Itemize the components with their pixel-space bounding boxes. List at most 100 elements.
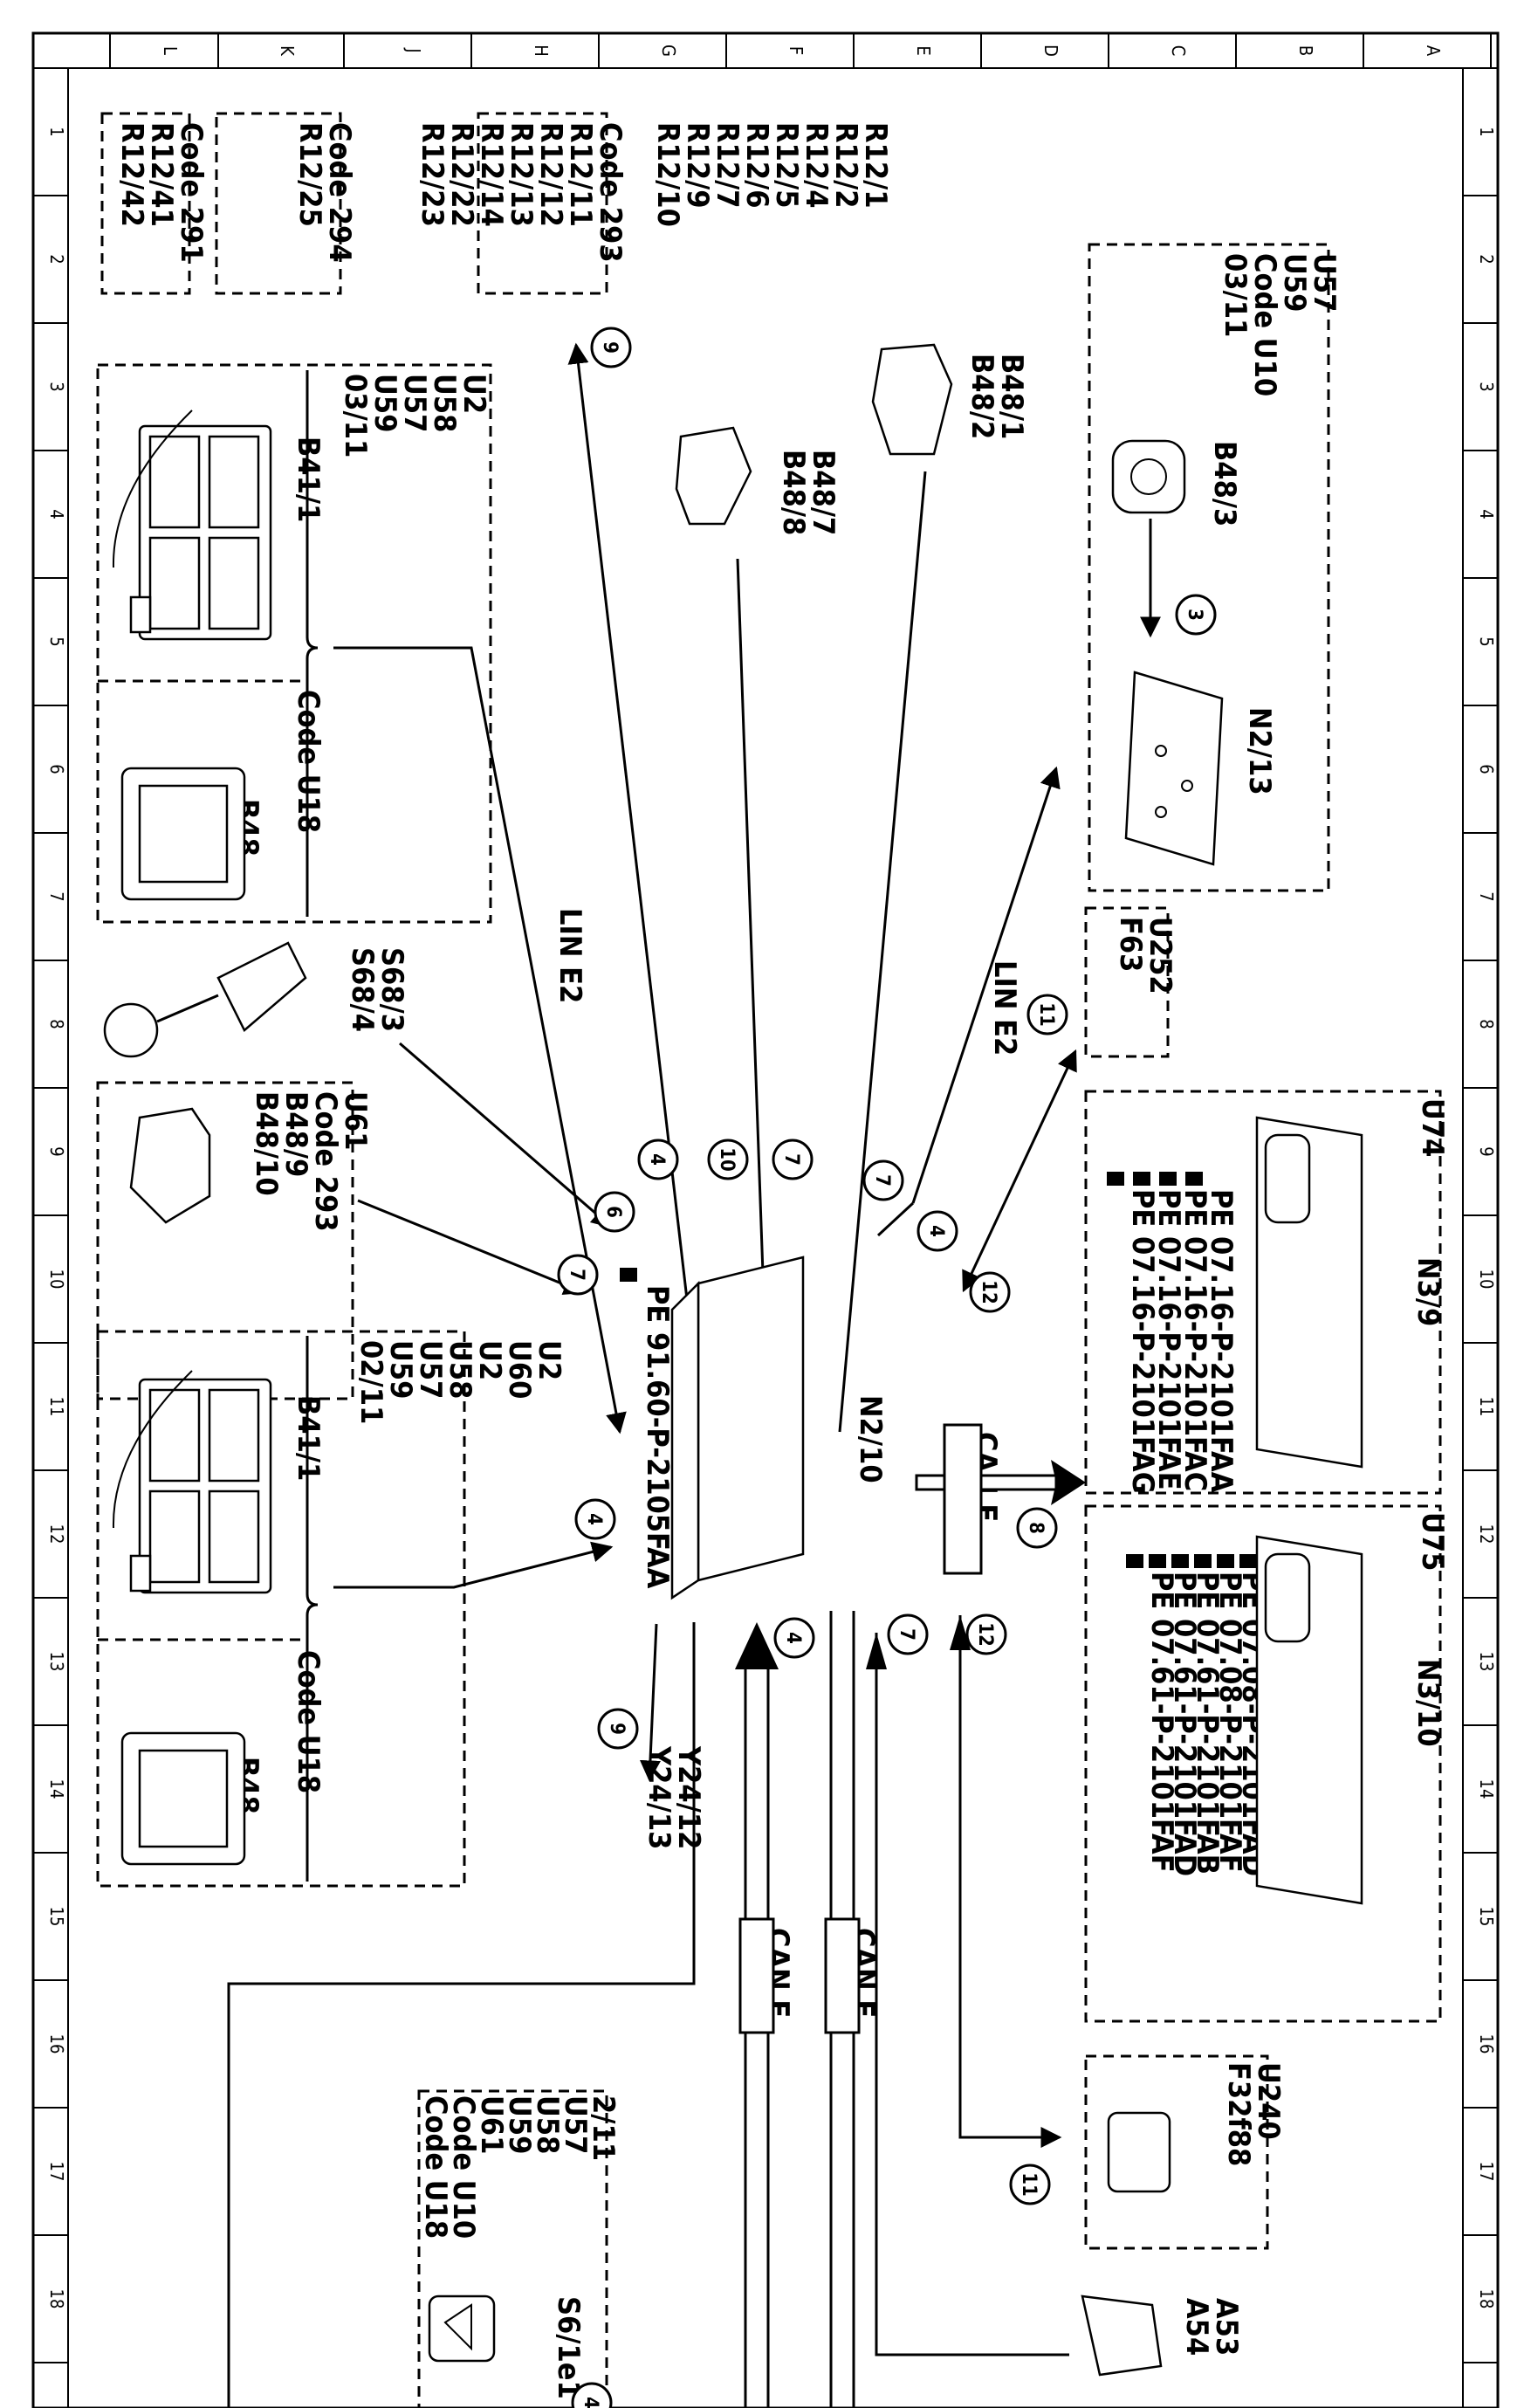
svg-text:R12/4: R12/4 bbox=[799, 122, 834, 209]
svg-text:S6/1e1: S6/1e1 bbox=[551, 2296, 586, 2399]
svg-text:Code 293: Code 293 bbox=[308, 1091, 343, 1232]
svg-text:R12/41: R12/41 bbox=[144, 122, 179, 227]
a53-part bbox=[1081, 2294, 1163, 2377]
ruler-number-right-3: 3 bbox=[1476, 382, 1497, 391]
box-s6 bbox=[417, 2089, 608, 2408]
svg-text:U58: U58 bbox=[530, 2095, 565, 2154]
svg-text:PE 07.16-P-2101FAC: PE 07.16-P-2101FAC bbox=[1177, 1189, 1212, 1491]
svg-text:R12/11: R12/11 bbox=[563, 122, 598, 227]
ruler-number-left-9: 9 bbox=[46, 1146, 67, 1156]
pe-hand-icon bbox=[1171, 1554, 1189, 1568]
f32f88-part bbox=[1107, 2111, 1171, 2193]
pe-hand-icon bbox=[1126, 1554, 1143, 1568]
ruler-number-left-1: 1 bbox=[46, 127, 67, 136]
svg-text:B48/2: B48/2 bbox=[965, 354, 999, 439]
svg-text:PE 07.61-P-2101FAF: PE 07.61-P-2101FAF bbox=[1144, 1572, 1179, 1873]
ruler-number-right-16: 16 bbox=[1476, 2034, 1497, 2054]
b48-1-part bbox=[871, 343, 953, 456]
svg-text:02/11: 02/11 bbox=[354, 1340, 388, 1424]
ruler-number-left-15: 15 bbox=[46, 1907, 67, 1927]
line-a53 bbox=[875, 1633, 1069, 2356]
label-u75-box: U75 bbox=[1415, 1512, 1450, 1571]
pe-hand-icon bbox=[1159, 1172, 1177, 1186]
svg-text:B48/10: B48/10 bbox=[249, 1091, 284, 1196]
ruler-letter-f: F bbox=[786, 46, 807, 55]
label-code293-group: Code 293R12/11R12/12R12/13R12/14R12/22R1… bbox=[415, 122, 628, 263]
svg-text:6: 6 bbox=[602, 1206, 624, 1218]
svg-text:R12/10: R12/10 bbox=[650, 122, 685, 227]
marker-4: 4 bbox=[773, 1617, 815, 1659]
svg-text:N2/13: N2/13 bbox=[1242, 707, 1277, 795]
dashed-boxes bbox=[96, 112, 1442, 2408]
line-y24 bbox=[639, 1623, 661, 1782]
svg-text:PE 07.08-P-2101FAF: PE 07.08-P-2101FAF bbox=[1212, 1572, 1247, 1873]
ruler-number-right-18: 18 bbox=[1476, 2289, 1497, 2309]
ruler-letter-g: G bbox=[658, 45, 679, 57]
frame-outer bbox=[31, 31, 1500, 2408]
svg-text:U61: U61 bbox=[338, 1091, 373, 1150]
svg-text:Y24/13: Y24/13 bbox=[642, 1745, 676, 1849]
svg-text:4: 4 bbox=[580, 2397, 601, 2408]
svg-text:R12/1: R12/1 bbox=[858, 122, 893, 209]
svg-text:4: 4 bbox=[925, 1225, 947, 1237]
box-u2-bottom bbox=[96, 1330, 466, 1888]
ruler-number-right-10: 10 bbox=[1476, 1269, 1497, 1290]
marker-8: 8 bbox=[1016, 1507, 1058, 1549]
braces bbox=[306, 370, 319, 1882]
svg-text:R12/14: R12/14 bbox=[474, 122, 509, 227]
ruler-letter-c: C bbox=[1168, 45, 1189, 57]
marker-9: 9 bbox=[590, 327, 632, 368]
svg-text:U2: U2 bbox=[472, 1340, 507, 1380]
svg-text:A54: A54 bbox=[1179, 2298, 1214, 2356]
svg-text:U58: U58 bbox=[443, 1340, 477, 1399]
svg-text:S68/4: S68/4 bbox=[345, 947, 380, 1032]
ruler-number-right-1: 1 bbox=[1476, 127, 1497, 136]
svg-text:U57: U57 bbox=[397, 374, 432, 432]
svg-text:U59: U59 bbox=[383, 1340, 418, 1399]
svg-text:B48/8: B48/8 bbox=[776, 450, 811, 535]
line-b41-bottom bbox=[333, 1541, 614, 1589]
svg-text:Code U10: Code U10 bbox=[1247, 253, 1282, 396]
svg-text:4: 4 bbox=[583, 1513, 605, 1525]
svg-text:PE 91.60-P-2105FAA: PE 91.60-P-2105FAA bbox=[640, 1285, 675, 1589]
n2-13-part bbox=[1124, 671, 1224, 866]
box-code294 bbox=[215, 112, 342, 295]
ruler-number-left-8: 8 bbox=[46, 1019, 67, 1029]
line-f63 bbox=[962, 1049, 1077, 1293]
ruler-number-left-11: 11 bbox=[46, 1397, 67, 1417]
svg-text:10: 10 bbox=[716, 1147, 738, 1172]
svg-text:7: 7 bbox=[871, 1174, 893, 1187]
pe-hand-icon bbox=[1217, 1554, 1234, 1568]
marker-6: 6 bbox=[594, 1191, 635, 1233]
svg-text:7: 7 bbox=[780, 1153, 802, 1166]
b48-3-part bbox=[1111, 439, 1186, 514]
n3-10-part bbox=[1255, 1535, 1363, 1905]
box-u2-top bbox=[96, 363, 492, 924]
ruler-number-right-5: 5 bbox=[1476, 636, 1497, 646]
svg-text:2/11: 2/11 bbox=[586, 2095, 621, 2161]
svg-text:11: 11 bbox=[1018, 2172, 1040, 2197]
pe-icons bbox=[620, 1172, 1257, 1568]
components bbox=[103, 343, 1363, 2377]
svg-text:03/11: 03/11 bbox=[1218, 253, 1253, 337]
ruler-letter-j: J bbox=[403, 47, 424, 52]
svg-text:R12/23: R12/23 bbox=[415, 122, 450, 227]
ruler-number-right-15: 15 bbox=[1476, 1907, 1497, 1927]
line-f32 bbox=[958, 1615, 1062, 2148]
ruler-number-right-8: 8 bbox=[1476, 1019, 1497, 1029]
box-u74 bbox=[1084, 1090, 1442, 1495]
ruler-number-left-10: 10 bbox=[46, 1269, 67, 1290]
box-u240 bbox=[1084, 2054, 1269, 2250]
ruler-number-left-4: 4 bbox=[46, 509, 67, 519]
can-arrow-up bbox=[735, 1622, 779, 1669]
marker-9: 9 bbox=[597, 1708, 639, 1750]
svg-text:R12/12: R12/12 bbox=[533, 122, 568, 227]
marker-12: 12 bbox=[965, 1613, 1007, 1655]
marker-4: 4 bbox=[571, 2382, 613, 2408]
